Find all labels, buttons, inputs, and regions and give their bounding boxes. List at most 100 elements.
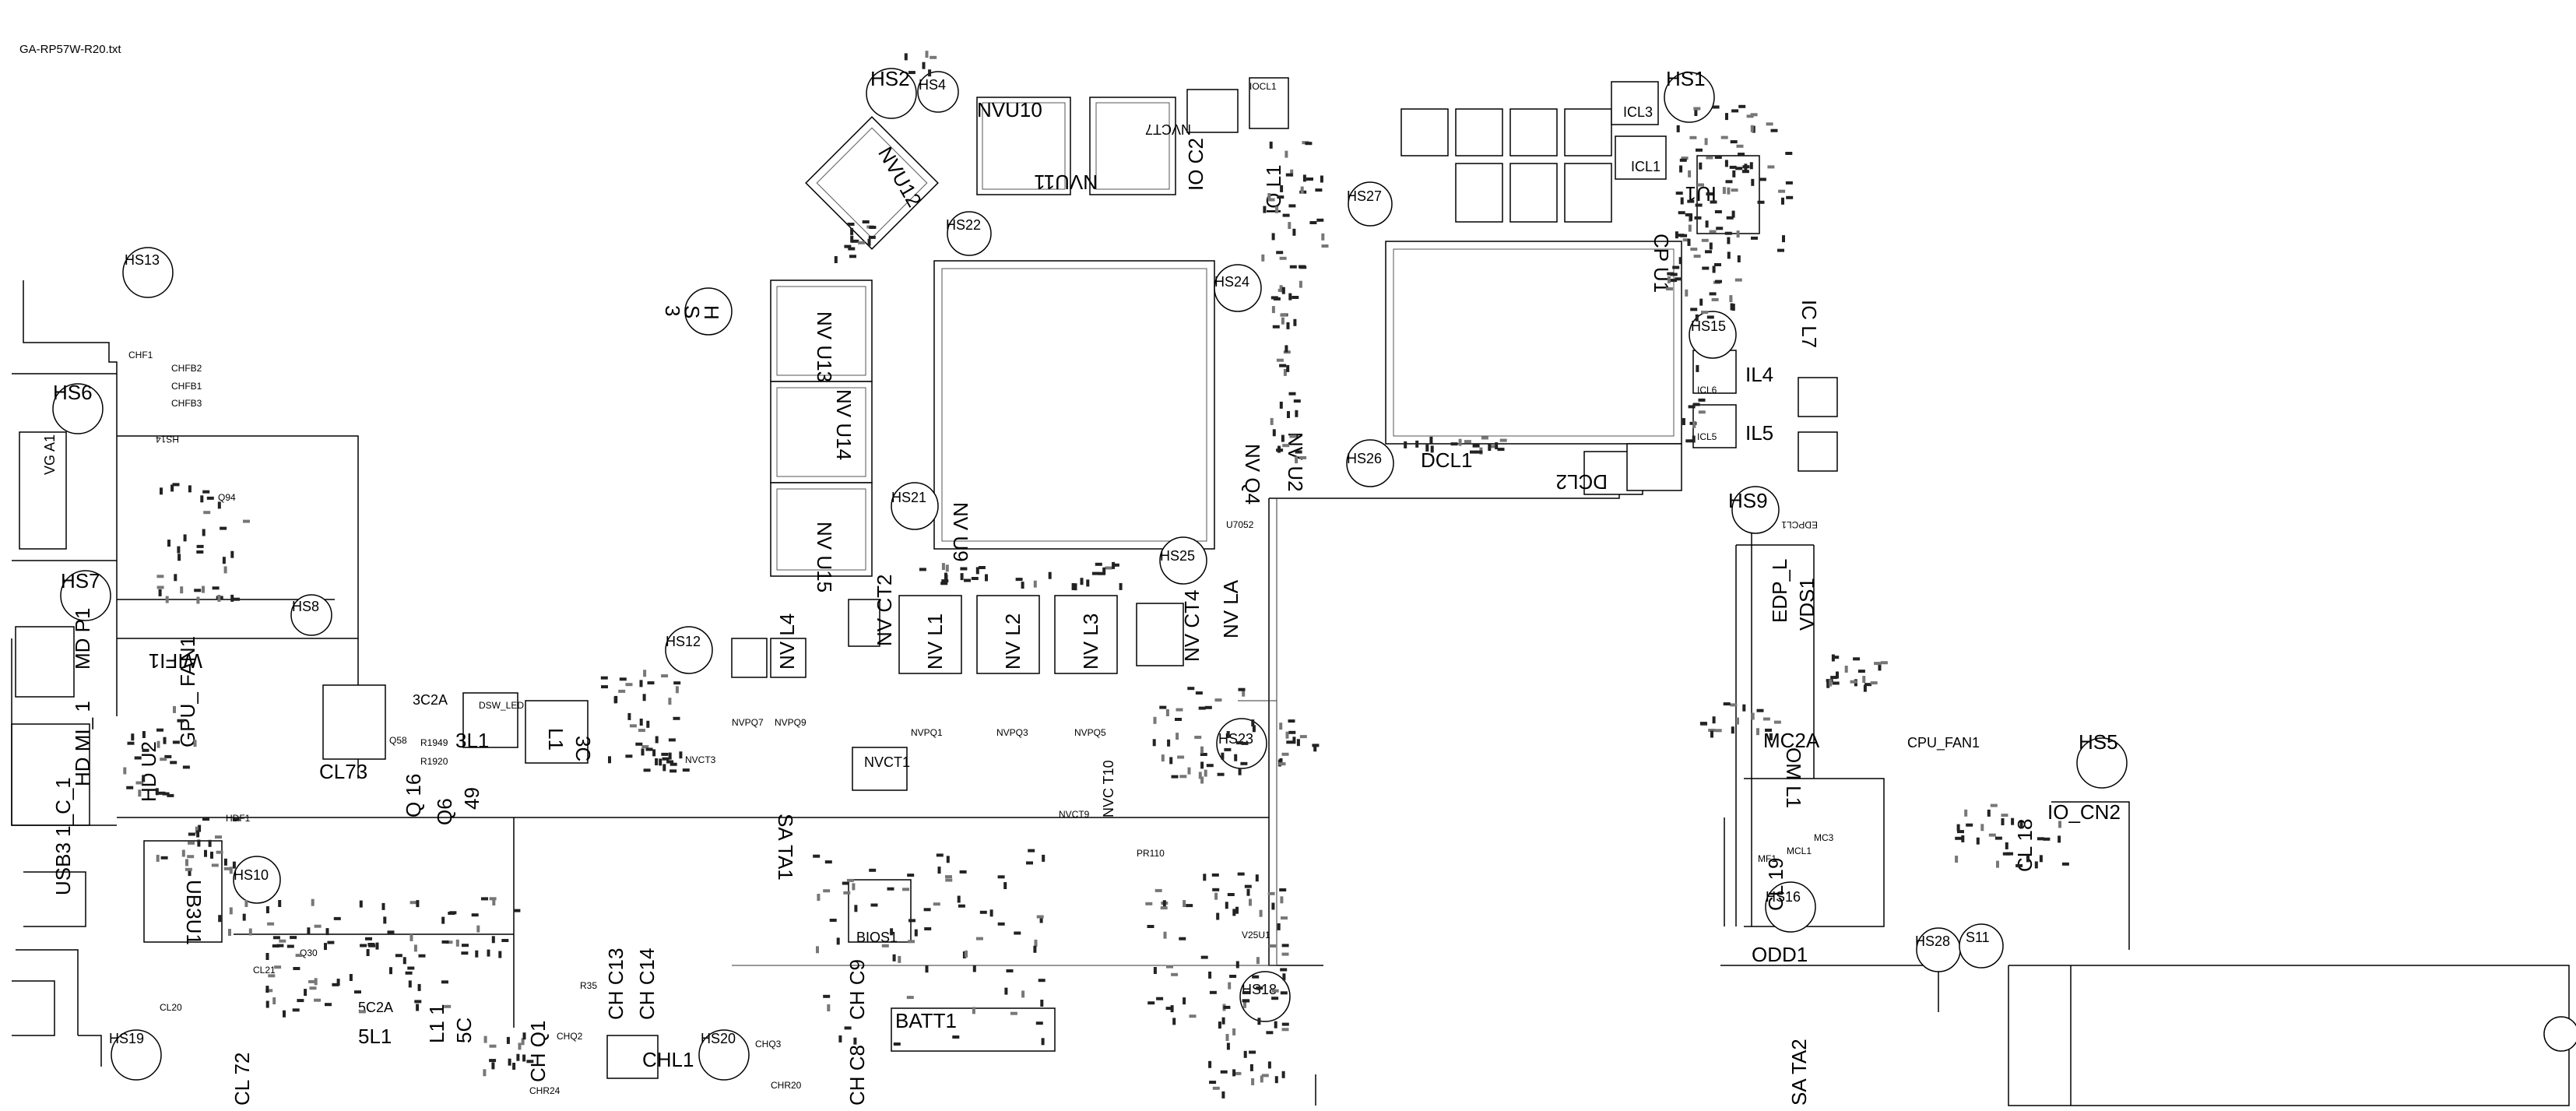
label-nvu13: NV U13: [813, 311, 836, 382]
label-q16: Q 16: [402, 774, 425, 817]
hole-label: HS16: [1766, 889, 1801, 905]
label-nvu10: NVU10: [977, 98, 1042, 121]
label-nvct4: NV CT4: [1180, 590, 1204, 662]
svg-text:HS14: HS14: [156, 434, 179, 445]
svg-text:CL20: CL20: [160, 1002, 182, 1013]
label-sata1: SA TA1: [774, 814, 797, 881]
label-il4: IL4: [1745, 363, 1773, 386]
svg-text:ICL6: ICL6: [1697, 385, 1717, 396]
hole-label: HS24: [1214, 274, 1249, 290]
component-labels: NVU10 NVU11 NVU12 NV U13 NV U14 NV U15 N…: [42, 81, 2121, 1106]
svg-text:Q94: Q94: [218, 492, 236, 503]
label-sata2: SA TA2: [1787, 1039, 1811, 1106]
label-il5: IL5: [1745, 421, 1773, 445]
board-outline: [11, 280, 2570, 1106]
label-nvl1: NV L1: [923, 614, 947, 670]
hole-label: HS20: [701, 1031, 736, 1046]
label-edpl: EDP_L: [1768, 559, 1791, 623]
label-ch9: CH C9: [845, 959, 869, 1020]
label-nvu11: NVU11: [1034, 171, 1098, 194]
label-ub3u1: UB3U1: [182, 880, 206, 945]
svg-text:S: S: [680, 305, 704, 318]
label-nvu15: NV U15: [813, 522, 836, 592]
hole-label: HS15: [1691, 318, 1726, 334]
hole-label: HS6: [53, 381, 93, 404]
label-s5c2a: 5C2A: [358, 1000, 393, 1015]
svg-text:NVPQ5: NVPQ5: [1074, 727, 1106, 738]
label-dcl1: DCL1: [1421, 448, 1472, 472]
hole-label: HS19: [109, 1031, 144, 1046]
svg-text:CHR24: CHR24: [529, 1085, 561, 1096]
label-wifi1: WIFI1: [149, 649, 202, 673]
svg-text:NVPQ1: NVPQ1: [911, 727, 943, 738]
label-nvl2: NV L2: [1001, 614, 1024, 670]
label-ch8: CH C8: [845, 1045, 869, 1106]
label-icp: CP U1: [1650, 234, 1673, 293]
svg-text:CHQ2: CHQ2: [557, 1031, 583, 1042]
hole-label: S11: [1966, 930, 1990, 945]
hole-label: HS22: [946, 217, 981, 233]
hs3-label: H S 3: [661, 305, 723, 320]
svg-text:EDPCL1: EDPCL1: [1781, 519, 1818, 530]
label-q6: Q6: [433, 798, 456, 825]
hole-label: HS9: [1728, 489, 1768, 512]
label-cl72: CL 72: [230, 1053, 254, 1106]
label-cl19: CL 19: [1764, 858, 1787, 911]
svg-text:H: H: [700, 305, 723, 320]
cpu-package: [1385, 241, 1682, 445]
gpu-vrm-inductors: [731, 595, 1184, 943]
label-nvct7: NVCT7: [1145, 121, 1191, 137]
smd-pad-clusters: [123, 51, 2069, 1099]
svg-text:NVPQ7: NVPQ7: [732, 717, 764, 728]
svg-text:NVPQ3: NVPQ3: [996, 727, 1028, 738]
svg-text:CHFB1: CHFB1: [171, 381, 202, 392]
label-cpufan: CPU_FAN1: [1907, 735, 1980, 751]
hole-label: HS12: [666, 634, 701, 649]
hole-label: HS8: [292, 599, 319, 614]
svg-text:Q30: Q30: [300, 948, 318, 958]
hole-label: HS2: [870, 67, 910, 90]
hole-label: HS21: [891, 490, 926, 505]
hole-label: HS7: [61, 569, 100, 592]
hole-label: HS28: [1915, 933, 1950, 949]
file-title: GA-RP57W-R20.txt: [19, 43, 121, 56]
label-dcl2: DCL2: [1556, 470, 1608, 494]
label-nvl3: NV L3: [1079, 614, 1102, 670]
label-ch13: CH C13: [604, 948, 627, 1020]
svg-text:U7052: U7052: [1226, 519, 1254, 530]
svg-text:MC3: MC3: [1814, 832, 1834, 843]
label-chl1: CHL1: [642, 1048, 694, 1071]
hole-label: HS27: [1347, 188, 1382, 204]
hole-label: HS10: [234, 867, 269, 883]
label-om1: OM L1: [1782, 747, 1805, 808]
label-odd1: ODD1: [1752, 943, 1808, 966]
svg-text:CHR20: CHR20: [771, 1080, 802, 1091]
svg-text:NVCT3: NVCT3: [685, 754, 716, 765]
label-batt1: BATT1: [895, 1009, 957, 1032]
hole-label: HS13: [125, 252, 160, 268]
svg-text:R35: R35: [580, 980, 597, 991]
label-c5: 5C: [452, 1018, 476, 1043]
small-component-labels: CHF1 CHFB2 CHFB1 CHFB3 HS14 R1949 R1920 …: [128, 350, 1834, 1096]
label-q49: 49: [460, 787, 483, 810]
label-nvl4: NV L4: [775, 614, 799, 670]
left-connectors: [11, 431, 102, 1067]
label-iocl1: IOCL1: [1249, 81, 1277, 92]
svg-text:CHF1: CHF1: [128, 350, 153, 360]
hole-label: HS1: [1666, 67, 1706, 90]
label-cl18: CL 18: [2013, 819, 2037, 872]
svg-text:PR110: PR110: [1137, 848, 1165, 859]
svg-text:3: 3: [661, 305, 684, 316]
svg-text:R1949: R1949: [420, 737, 448, 748]
label-c3l1: 3L1: [455, 729, 489, 752]
svg-text:CHFB2: CHFB2: [171, 363, 202, 374]
svg-text:DSW_LED: DSW_LED: [479, 700, 524, 711]
svg-text:Q58: Q58: [389, 735, 407, 746]
label-vga1: VG A1: [42, 434, 58, 475]
label-ic7: IC L7: [1798, 300, 1821, 348]
svg-text:MF1: MF1: [1758, 853, 1776, 864]
label-bios1: BIOS1: [856, 930, 898, 945]
hole-label: HS25: [1160, 548, 1195, 564]
hole-label: HS26: [1347, 451, 1382, 466]
